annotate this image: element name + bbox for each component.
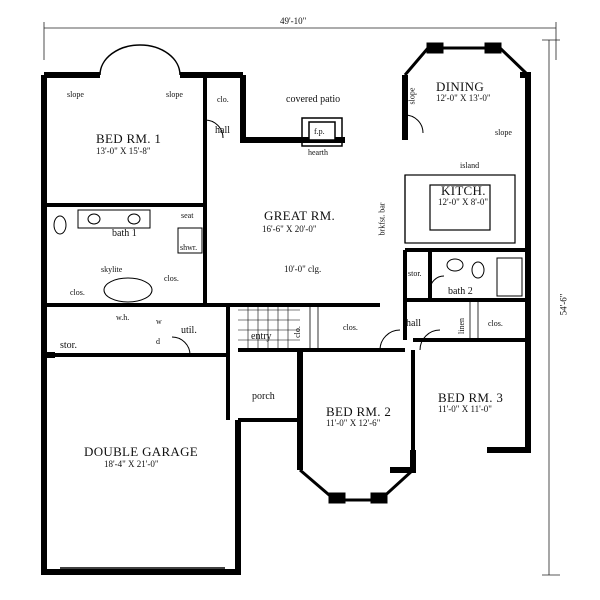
seat-label: seat [181, 211, 194, 220]
util-label: util. [181, 325, 197, 336]
slope-left-label: slope [67, 90, 84, 99]
clo-entry-label: clo. [292, 326, 302, 338]
hall-top-label: hall [215, 125, 230, 136]
stor-right-label: stor. [408, 269, 422, 278]
bath-fixtures [53, 209, 523, 303]
slope-right-label: slope [166, 90, 183, 99]
bed2-name: BED RM. 2 [326, 404, 392, 419]
island-label: island [460, 161, 480, 170]
bath1-label: bath 1 [112, 228, 137, 239]
skylite-label: skylite [101, 265, 123, 274]
d-label: d [156, 337, 160, 346]
great-ceiling: 10'-0" clg. [284, 264, 322, 274]
clos-bed2-label: clos. [343, 323, 358, 332]
wh-label: w.h. [116, 313, 130, 322]
clos-mid-label: clos. [164, 274, 179, 283]
overall-depth: 54'-6" [558, 293, 569, 316]
kitchen-size: 12'-0" X 8'-0" [438, 197, 489, 207]
great-name: GREAT RM. [264, 208, 336, 223]
clos-left-label: clos. [70, 288, 85, 297]
kitchen-name: KITCH. [441, 183, 486, 198]
great-size: 16'-6" X 20'-0" [262, 224, 317, 234]
bed2-bay [299, 468, 415, 504]
dining-name: DINING [436, 79, 485, 94]
bed3-name: BED RM. 3 [438, 390, 504, 405]
bath2-label: bath 2 [448, 286, 473, 297]
hearth-label: hearth [308, 148, 328, 157]
kitchen-counters [404, 174, 516, 244]
stor-left-label: stor. [60, 340, 77, 351]
dining-bay [403, 42, 530, 77]
w-label: w [156, 317, 162, 326]
bed2-size: 11'-0" X 12'-6" [326, 418, 381, 428]
interior-walls [44, 75, 528, 450]
covered-patio-label: covered patio [286, 94, 341, 105]
slope-dining-label: slope [407, 87, 417, 105]
garage-name: DOUBLE GARAGE [84, 444, 199, 459]
bed3-size: 11'-0" X 11'-0" [438, 404, 492, 414]
fp-label: f.p. [314, 127, 325, 136]
brkfst-bar-label: brkfst. bar [377, 202, 387, 236]
closet-shelves [309, 300, 479, 350]
clo-top-label: clo. [217, 95, 229, 104]
clos-bed3-label: clos. [488, 319, 503, 328]
entry-tile [238, 305, 300, 350]
fireplace [301, 117, 343, 147]
garage-size: 18'-4" X 21'-0" [104, 459, 159, 469]
bed1-name: BED RM. 1 [96, 131, 162, 146]
porch-label: porch [252, 391, 275, 402]
overall-width: 49'-10" [280, 16, 307, 26]
slope-kitchen-label: slope [495, 128, 512, 137]
bed1-bay-window [99, 44, 181, 76]
dining-size: 12'-0" X 13'-0" [436, 93, 491, 103]
door-swings [171, 114, 445, 356]
linen-label: linen [457, 318, 466, 334]
entry-label: entry [251, 331, 272, 342]
dimension-lines [43, 22, 560, 576]
shwr-label: shwr. [180, 243, 198, 252]
hall-mid-label: hall [406, 318, 421, 329]
bed1-size: 13'-0" X 15'-8" [96, 146, 151, 156]
